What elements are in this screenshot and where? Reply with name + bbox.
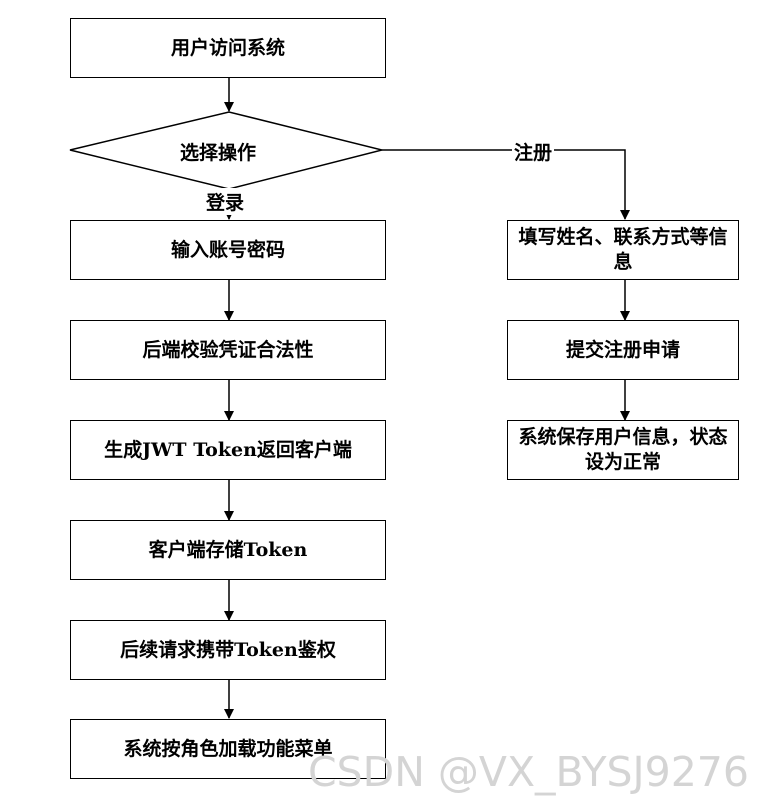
- login-step-input-credentials: 输入账号密码: [70, 220, 386, 280]
- login-edge-label: 登录: [204, 188, 247, 215]
- register-step-submit: 提交注册申请: [507, 320, 739, 380]
- login-step-store-token: 客户端存储Token: [70, 520, 386, 580]
- register-edge-label: 注册: [512, 138, 555, 165]
- start-node: 用户访问系统: [70, 18, 386, 78]
- register-step-fill-info: 填写姓名、联系方式等信息: [507, 220, 739, 280]
- decision-label: 选择操作: [180, 142, 257, 164]
- register-step-save-user: 系统保存用户信息，状态设为正常: [507, 420, 739, 480]
- login-step-auth-requests: 后续请求携带Token鉴权: [70, 620, 386, 680]
- arrow-decision-to-register: [382, 149, 630, 220]
- login-step-load-menu: 系统按角色加载功能菜单: [70, 719, 386, 779]
- watermark: CSDN @VX_BYSJ9276: [308, 748, 749, 796]
- login-step-issue-token: 生成JWT Token返回客户端: [70, 420, 386, 480]
- login-step-validate: 后端校验凭证合法性: [70, 320, 386, 380]
